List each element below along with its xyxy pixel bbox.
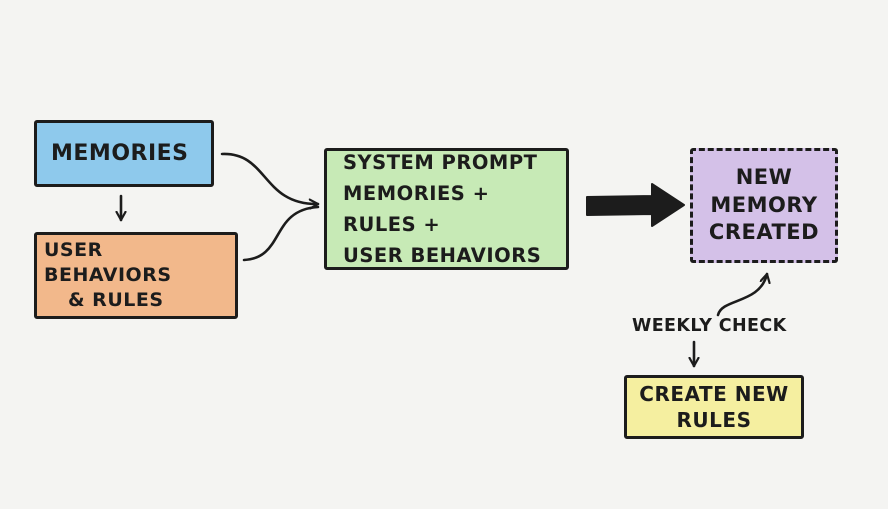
label-weekly-check: WEEKLY CHECK: [632, 316, 787, 336]
node-new-line2: MEMORY: [710, 192, 818, 217]
node-new-memory-created: NEW MEMORY CREATED: [690, 148, 838, 263]
node-new-line3: CREATED: [708, 220, 820, 245]
edge-memories-to-system: [220, 152, 320, 204]
node-new-line1: NEW: [735, 164, 793, 189]
node-system-line1: SYSTEM PROMPT: [343, 150, 538, 174]
node-create-line2: RULES: [676, 408, 752, 432]
edge-system-to-new-memory: [586, 183, 685, 227]
node-system-line2: MEMORIES + RULES +: [343, 181, 490, 236]
node-memories: MEMORIES: [34, 120, 214, 187]
node-system-prompt: SYSTEM PROMPT MEMORIES + RULES + USER BE…: [324, 148, 569, 270]
node-memories-line1: MEMORIES: [51, 140, 189, 166]
node-behaviors-line1: USER BEHAVIORS: [44, 238, 172, 286]
edge-weekly-to-new-memory: [716, 272, 767, 317]
edge-behaviors-to-system: [242, 205, 320, 262]
node-user-behaviors-rules: USER BEHAVIORS & RULES: [34, 232, 238, 319]
node-behaviors-line2: & RULES: [68, 289, 164, 312]
node-create-line1: CREATE NEW: [639, 381, 789, 406]
node-system-line3: USER BEHAVIORS: [343, 244, 542, 268]
node-create-new-rules: CREATE NEW RULES: [624, 375, 804, 439]
